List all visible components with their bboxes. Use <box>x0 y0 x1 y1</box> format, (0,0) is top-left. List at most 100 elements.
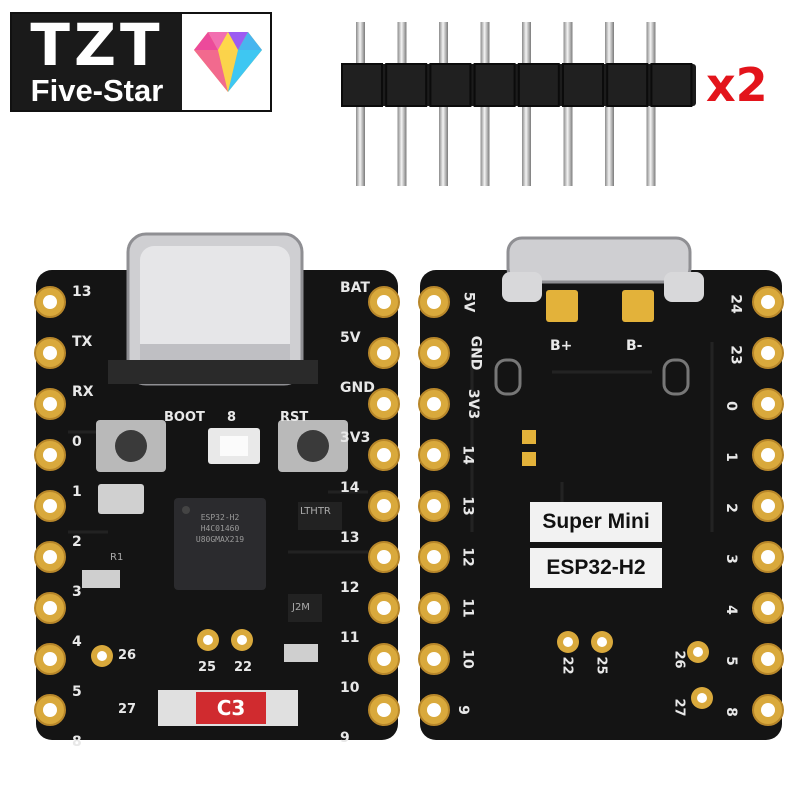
pin-label: 1 <box>72 484 82 500</box>
pin-label: 14 <box>340 480 360 496</box>
pad-hole <box>43 295 57 309</box>
rst-label: RST <box>280 410 309 425</box>
pad-hole <box>427 499 441 513</box>
pin-label: 13 <box>340 530 360 546</box>
header-block <box>385 63 428 107</box>
led-label: 8 <box>227 410 237 425</box>
pin-label: 23 <box>727 345 744 365</box>
back-pin-label-22: 22 <box>559 656 575 675</box>
pad-hole <box>43 448 57 462</box>
pin-label: 5V <box>460 291 477 313</box>
battery-minus-label: B- <box>626 338 643 354</box>
pin-label: 12 <box>340 580 360 596</box>
pad-hole <box>43 550 57 564</box>
pin-label-26: 26 <box>118 648 137 663</box>
pin-label: 0 <box>72 434 82 450</box>
pin-label: 4 <box>722 605 739 615</box>
pad-hole <box>761 601 775 615</box>
pin-label: 13 <box>72 284 92 300</box>
pad-hole <box>377 703 391 717</box>
pin-label: 3V3 <box>465 388 482 420</box>
diamond-icon <box>194 32 262 92</box>
pin-label: GND <box>467 335 484 371</box>
pin-label: 11 <box>340 630 360 646</box>
pad-hole <box>43 346 57 360</box>
pad-hole <box>377 397 391 411</box>
test-pad-hole <box>203 635 213 645</box>
pad-hole <box>427 448 441 462</box>
header-block <box>341 63 383 107</box>
model-tag: C3 <box>216 696 246 720</box>
pad-hole <box>427 397 441 411</box>
pin-label: RX <box>72 384 94 400</box>
board-title-line-2: ESP32-H2 <box>530 548 662 588</box>
pin-label: 5V <box>340 330 361 346</box>
pin-label: 3V3 <box>340 430 371 446</box>
board-title-line-1: Super Mini <box>530 502 662 542</box>
component-label-lthtr: LTHTR <box>300 506 331 517</box>
front-board <box>34 232 400 740</box>
pin-label: 2 <box>722 503 739 513</box>
logo-brand-text: TZT <box>30 11 164 79</box>
pad-hole <box>761 499 775 513</box>
pin-label: 13 <box>459 496 476 516</box>
pad-hole <box>43 703 57 717</box>
pin-label: GND <box>340 380 375 396</box>
pad-hole <box>377 550 391 564</box>
brand-logo: TZT Five-Star <box>10 12 272 112</box>
pin-label: 24 <box>727 294 744 314</box>
header-block <box>473 63 516 107</box>
boot-label: BOOT <box>164 410 205 425</box>
back-pin-label-25: 25 <box>593 656 609 675</box>
pin-label: 0 <box>722 401 739 411</box>
test-pad-hole <box>693 647 703 657</box>
pin-label: BAT <box>340 280 370 296</box>
pin-label: 9 <box>340 730 350 746</box>
chip-line-2: H4C01460 <box>200 524 240 533</box>
chip-marking: ESP32-H2 H4C01460 U80GMAX219 <box>178 512 262 545</box>
pin-label: 12 <box>459 547 476 567</box>
logo-subtitle: Five-Star <box>30 73 164 108</box>
pad-hole <box>427 550 441 564</box>
pin-label: 5 <box>722 656 739 666</box>
pin-label-22: 22 <box>234 660 253 675</box>
pad-hole <box>43 499 57 513</box>
pad-hole <box>761 550 775 564</box>
pad-hole <box>427 346 441 360</box>
pad-hole <box>761 346 775 360</box>
pin-label: 2 <box>72 534 82 550</box>
pin-label: 14 <box>459 445 476 465</box>
pin-header <box>341 22 696 186</box>
test-pad-hole <box>697 693 707 703</box>
pad-hole <box>377 346 391 360</box>
pad-hole <box>427 295 441 309</box>
header-block <box>517 63 560 107</box>
back-pin-label-27: 27 <box>671 698 687 717</box>
pad-hole <box>761 448 775 462</box>
back-pin-label-26: 26 <box>671 650 687 669</box>
pin-label: 11 <box>459 598 476 618</box>
pad-hole <box>761 652 775 666</box>
chip-line-1: ESP32-H2 <box>200 513 240 522</box>
pad-hole <box>377 499 391 513</box>
pin-label: 1 <box>722 452 739 462</box>
pin-label: 10 <box>459 649 476 669</box>
pin-label: 8 <box>722 707 739 717</box>
pad-hole <box>761 295 775 309</box>
pad-hole <box>427 601 441 615</box>
pad-hole <box>377 448 391 462</box>
test-pad-hole <box>97 651 107 661</box>
header-block <box>562 63 604 107</box>
pin-label: 8 <box>72 734 82 750</box>
pin-label: 3 <box>722 554 739 564</box>
header-block <box>606 63 649 107</box>
pad-hole <box>377 652 391 666</box>
component-label-j2m: J2M <box>292 602 310 613</box>
pin-label: 10 <box>340 680 360 696</box>
component-label-r1: R1 <box>110 552 124 563</box>
quantity-label: x2 <box>706 58 768 112</box>
pad-hole <box>761 397 775 411</box>
chip-line-3: U80GMAX219 <box>195 535 245 544</box>
pad-hole <box>43 397 57 411</box>
pad-hole <box>377 601 391 615</box>
